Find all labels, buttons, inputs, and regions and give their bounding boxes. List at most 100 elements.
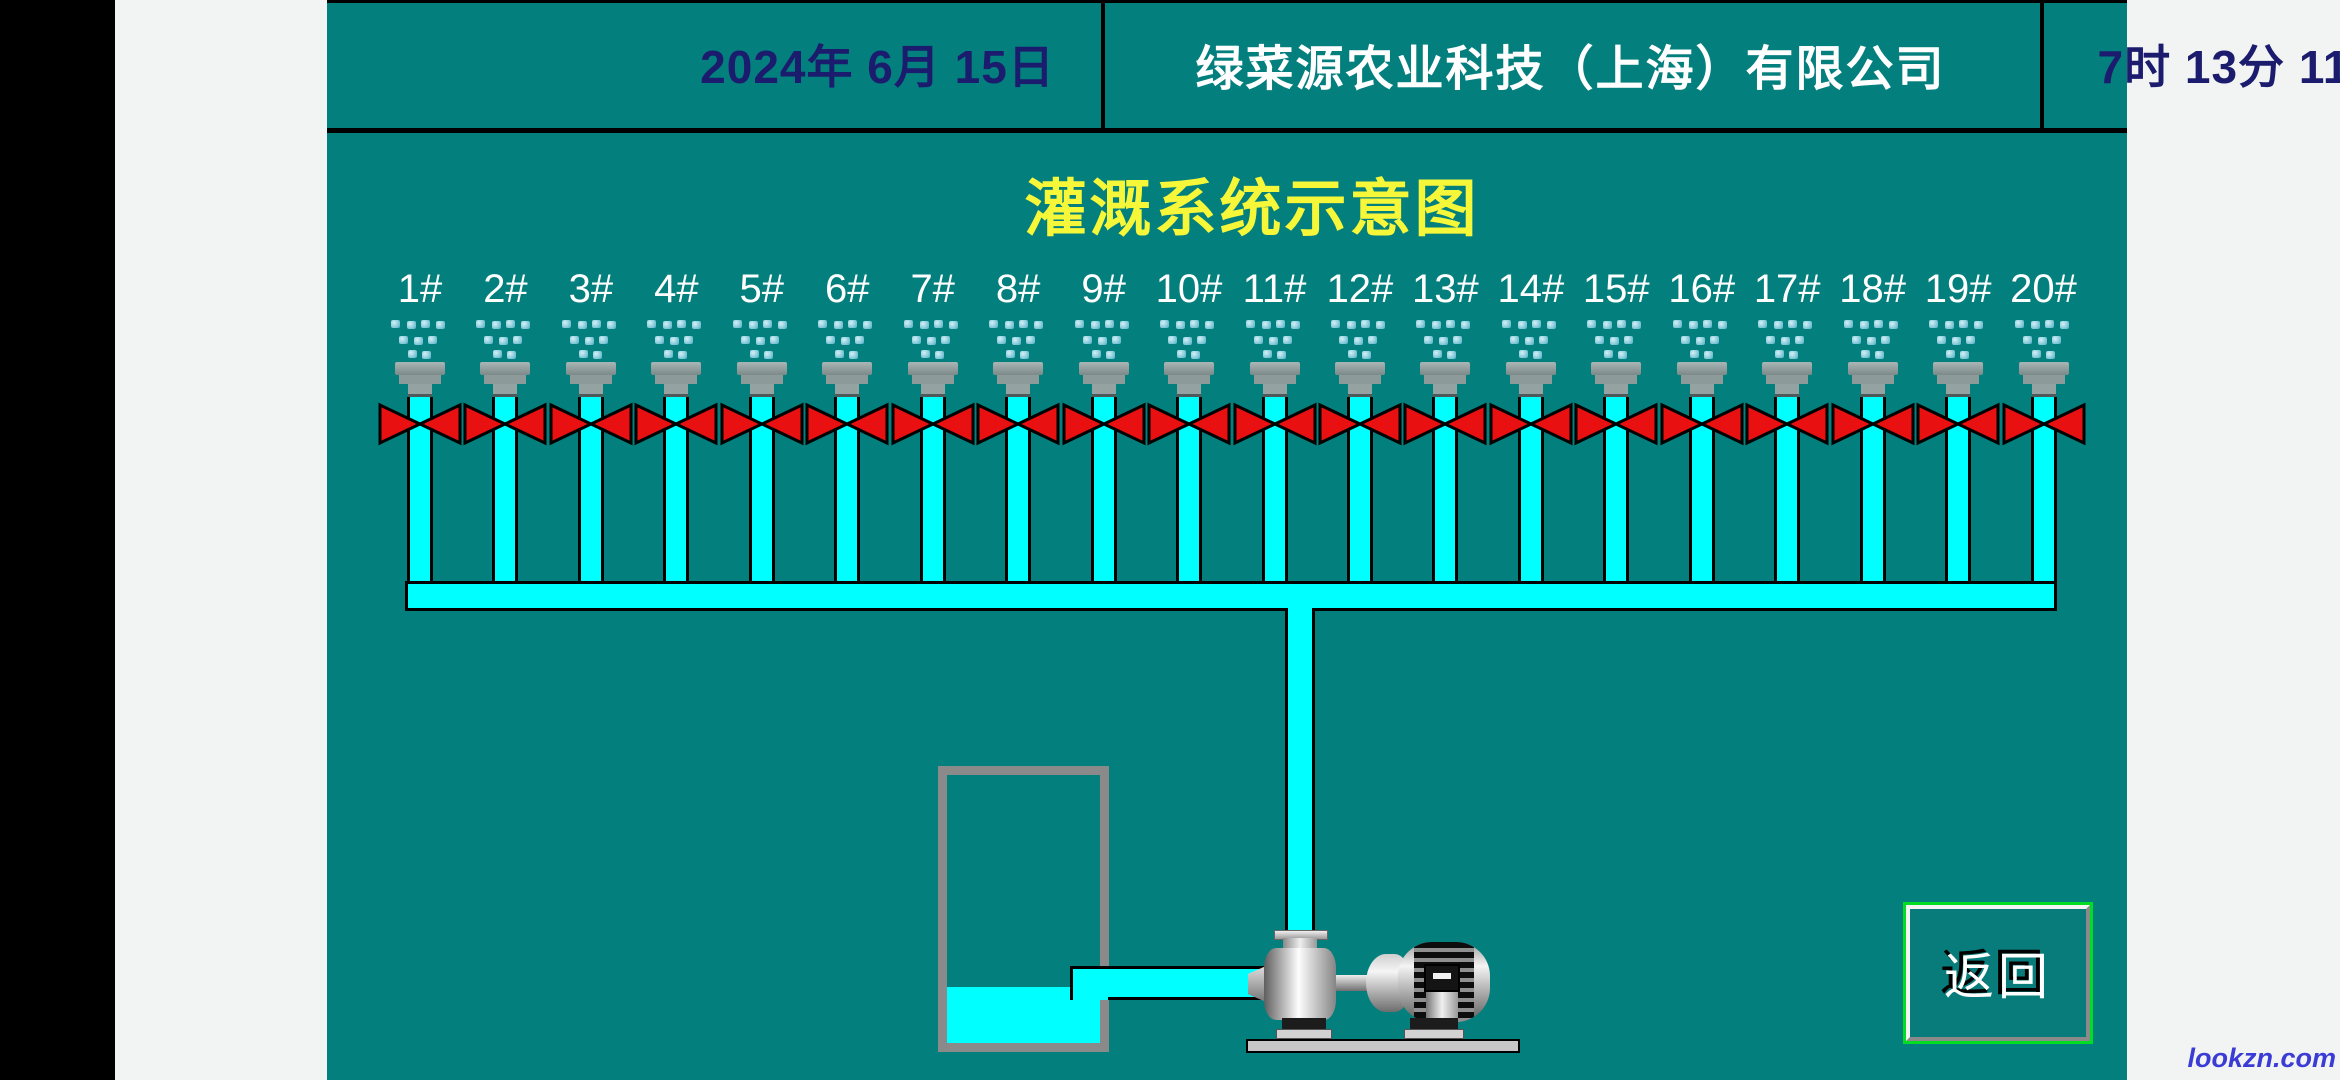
spray-drop (1546, 321, 1556, 329)
nozzle-base (408, 394, 432, 399)
main-supply-pipe (1285, 608, 1315, 934)
spray-drop (1347, 350, 1357, 358)
valve-icon[interactable] (1573, 402, 1659, 446)
valve-icon[interactable] (1488, 402, 1574, 446)
spray-drop (1111, 336, 1121, 344)
spray-drop (1006, 350, 1016, 358)
nozzle-cap (1420, 362, 1471, 375)
spray-drop (848, 320, 858, 328)
pump-icon[interactable] (1264, 948, 1336, 1020)
spray-drop (1453, 336, 1463, 344)
spray-drop (1946, 350, 1956, 358)
sprinkler-nozzle-icon (1317, 0, 1403, 620)
pump-inlet (1248, 966, 1266, 1002)
valve-icon[interactable] (719, 402, 805, 446)
spray-drop (834, 321, 844, 329)
spray-drop (670, 337, 680, 345)
nozzle-neck (1433, 384, 1458, 394)
spray-drop (421, 320, 430, 328)
valve-icon[interactable] (1744, 402, 1830, 446)
valve-icon[interactable] (377, 402, 463, 446)
water-tank (938, 766, 1109, 1052)
spray-drop (1361, 351, 1371, 359)
nozzle-base (1604, 394, 1629, 399)
valve-icon[interactable] (1659, 402, 1745, 446)
valve-icon[interactable] (1061, 402, 1147, 446)
nozzle-neck (749, 384, 774, 394)
sprinkler-label: 19# (1924, 267, 1992, 311)
watermark-text: lookzn.com (2187, 1043, 2336, 1073)
valve-icon[interactable] (462, 402, 548, 446)
return-button-label: 返回 (1944, 949, 2052, 1005)
spray-drop (1758, 320, 1768, 328)
spray-drop (1617, 320, 1627, 328)
spray-drop (684, 336, 694, 344)
spray-drop (1104, 320, 1114, 328)
spray-drop (1595, 336, 1605, 344)
nozzle-cap (1249, 362, 1300, 375)
spray-icon (1744, 0, 1830, 620)
valve-icon[interactable] (1232, 402, 1318, 446)
sprinkler-nozzle-icon (1488, 0, 1574, 620)
return-button[interactable]: 返回 (1903, 902, 2093, 1044)
spray-drop (577, 321, 587, 329)
spray-drop (1618, 351, 1628, 359)
spray-drop (777, 321, 787, 329)
valve-icon[interactable] (975, 402, 1061, 446)
valve-icon[interactable] (633, 402, 719, 446)
valve-icon[interactable] (1915, 402, 2001, 446)
valve-icon[interactable] (1402, 402, 1488, 446)
motor-foot (1410, 1018, 1458, 1029)
sprinkler-unit: 12# (1317, 0, 1403, 620)
spray-drop (1282, 336, 1292, 344)
sprinkler-label: 4# (654, 267, 699, 311)
spray-drop (1026, 336, 1036, 344)
valve-icon[interactable] (548, 402, 634, 446)
spray-drop (1717, 321, 1727, 329)
suction-pipe (1108, 966, 1266, 1000)
spray-drop (948, 321, 958, 329)
nozzle-neck (1177, 384, 1202, 394)
spray-drop (584, 337, 594, 345)
nozzle-cap (993, 362, 1044, 375)
spray-drop (835, 350, 845, 358)
spray-drop (1624, 336, 1634, 344)
sprinkler-nozzle-icon (1146, 0, 1232, 620)
sprinkler-nozzle-icon (1744, 0, 1830, 620)
spray-drop (414, 337, 423, 345)
sprinkler-nozzle-icon (1659, 0, 1745, 620)
spray-drop (1439, 337, 1449, 345)
spray-drop (1276, 351, 1286, 359)
sprinkler-unit: 5# (719, 0, 805, 620)
valve-icon[interactable] (1146, 402, 1232, 446)
nozzle-neck (1604, 384, 1629, 394)
spray-drop (1695, 337, 1705, 345)
pump-shaft (1336, 975, 1372, 991)
spray-drop (1176, 321, 1186, 329)
sprinkler-label: 13# (1412, 267, 1479, 311)
spray-drop (1702, 320, 1712, 328)
nozzle-step (2022, 375, 2065, 384)
sprinkler-unit: 7# (890, 0, 976, 620)
spray-icon (1232, 0, 1318, 620)
right-gray-margin (2127, 0, 2340, 1080)
spray-drop (1709, 336, 1719, 344)
valve-icon[interactable] (1830, 402, 1916, 446)
nozzle-base (920, 394, 945, 399)
spray-drop (1105, 351, 1115, 359)
spray-drop (1803, 321, 1813, 329)
spray-drop (1518, 350, 1528, 358)
valve-icon[interactable] (804, 402, 890, 446)
nozzle-base (1091, 394, 1116, 399)
sprinkler-unit: 19# (1915, 0, 2001, 620)
valve-icon[interactable] (890, 402, 976, 446)
nozzle-step (911, 375, 954, 384)
nozzle-base (1262, 394, 1287, 399)
valve-icon[interactable] (1317, 402, 1403, 446)
spray-drop (569, 336, 579, 344)
valve-icon[interactable] (2001, 402, 2087, 446)
spray-drop (2014, 320, 2024, 328)
spray-drop (1447, 351, 1457, 359)
sprinkler-label: 15# (1582, 267, 1650, 311)
sprinkler-label: 1# (397, 267, 443, 311)
